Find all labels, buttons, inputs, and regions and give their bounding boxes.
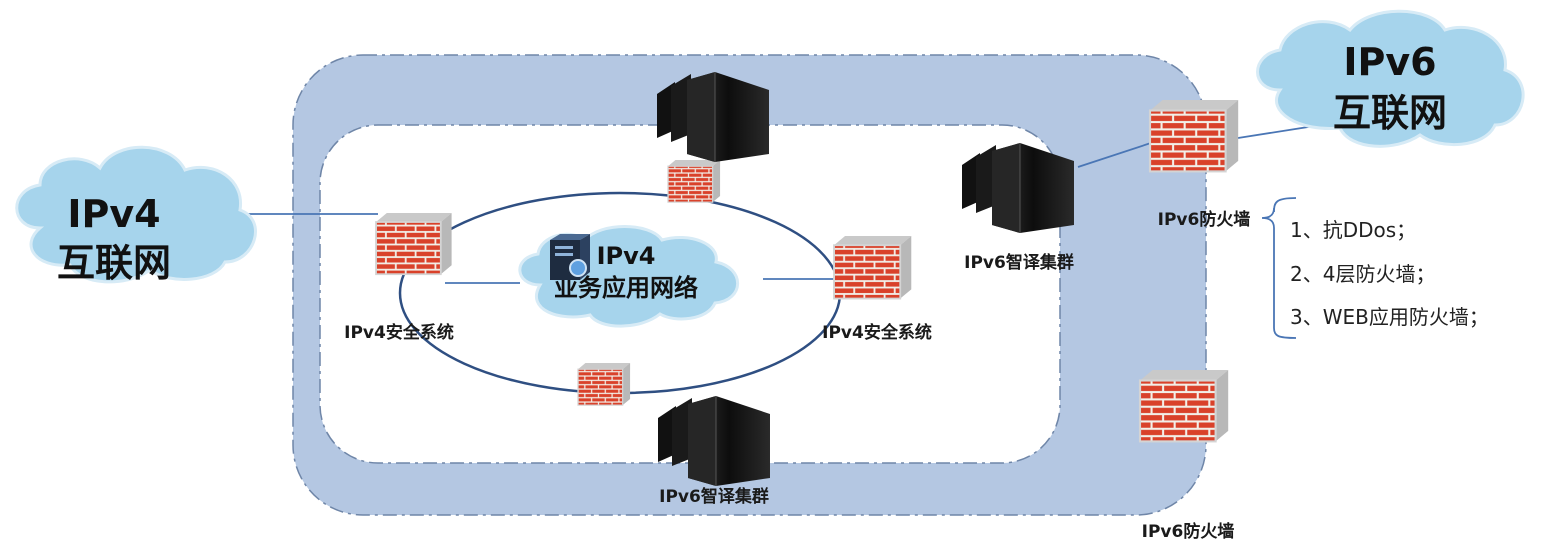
ipv6-cluster-right-label: IPv6智译集群 <box>964 252 1074 273</box>
firewall-ring-top-icon <box>667 159 721 203</box>
feature-item-l4-firewall: 2、4层防火墙； <box>1290 262 1435 286</box>
ipv6-internet-cloud: IPv6 互联网 <box>1256 9 1525 148</box>
ipv6-firewall-bottom-label: IPv6防火墙 <box>1142 521 1235 542</box>
firewall-ipv4-left-icon <box>375 212 453 276</box>
ipv6-internet-subtitle: 互联网 <box>1333 91 1447 135</box>
ipv4-security-right-label: IPv4安全系统 <box>822 322 932 343</box>
feature-brace <box>1261 197 1297 339</box>
application-server-icon <box>550 234 590 280</box>
ipv4-internet-cloud: IPv4 互联网 <box>15 145 257 285</box>
firewall-ipv6-top-icon <box>1148 98 1240 173</box>
feature-item-waf: 3、WEB应用防火墙； <box>1290 305 1489 329</box>
link-cluster-firewall <box>1077 139 1161 168</box>
ipv6-cluster-bottom-label: IPv6智译集群 <box>659 486 769 507</box>
feature-item-ddos: 1、抗DDos； <box>1290 218 1416 242</box>
ipv4-business-title: IPv4 <box>597 242 656 270</box>
ipv6-firewall-top-label: IPv6防火墙 <box>1158 209 1251 230</box>
ipv4-security-left-label: IPv4安全系统 <box>344 322 454 343</box>
ipv6-internet-title: IPv6 <box>1343 40 1436 84</box>
firewall-ipv4-right-icon <box>833 235 913 300</box>
firewall-ring-bottom-icon <box>577 362 631 406</box>
ipv4-internet-title: IPv4 <box>67 192 160 236</box>
firewall-ipv6-bottom-icon <box>1138 368 1230 443</box>
ipv4-internet-subtitle: 互联网 <box>57 241 171 285</box>
